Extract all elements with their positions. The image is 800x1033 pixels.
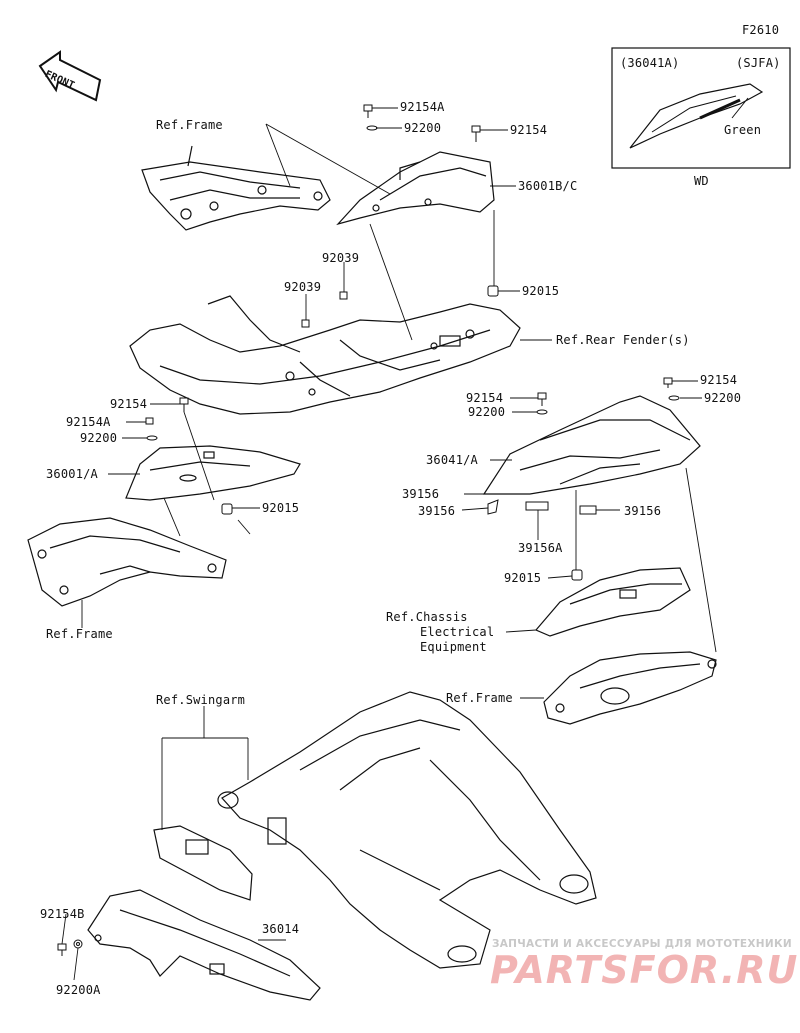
- bolt-92154-left-icon: [179, 397, 189, 412]
- label-39156A: 39156A: [518, 541, 563, 555]
- right-tail-cover-part: [482, 395, 701, 495]
- label-92154-right: 92154: [700, 373, 738, 387]
- label-36001BC: 36001B/C: [518, 179, 578, 193]
- sticker-39156-small: [487, 499, 499, 515]
- label-ref-chassis-1: Ref.Chassis: [386, 610, 468, 624]
- inset-variant-label: (SJFA): [736, 56, 781, 70]
- chain-guard-small-part: [153, 825, 253, 901]
- nut-92039-a-icon: [339, 291, 348, 300]
- inset-part-label: (36041A): [620, 56, 680, 70]
- washer-92200-top-icon: [366, 125, 378, 131]
- bolt-92154A-top-icon: [363, 104, 373, 118]
- label-92200-mid: 92200: [468, 405, 506, 419]
- label-ref-chassis-2: Electrical: [420, 625, 495, 639]
- left-tail-cover-part: [125, 445, 301, 501]
- label-ref-rear-fender: Ref.Rear Fender(s): [556, 333, 690, 347]
- washer-92200A-icon: [73, 939, 83, 949]
- label-92154A-left: 92154A: [66, 415, 111, 429]
- bolt-92154B-icon: [57, 943, 67, 956]
- grommet-92015-top-icon: [487, 285, 499, 297]
- sticker-39156: [579, 505, 597, 515]
- bolt-92154A-left-icon: [145, 417, 154, 425]
- seat-cowl-part: [336, 151, 495, 226]
- washer-92200-mid-icon: [536, 409, 548, 415]
- label-92154A-top: 92154A: [400, 100, 445, 114]
- label-36014: 36014: [262, 922, 300, 936]
- label-ref-chassis-3: Equipment: [420, 640, 487, 654]
- label-92154-mid: 92154: [466, 391, 504, 405]
- frame-right-part: [543, 651, 717, 725]
- label-92200-top: 92200: [404, 121, 442, 135]
- inset-color-label: Green: [724, 123, 762, 137]
- frame-left-part: [27, 517, 227, 607]
- label-ref-swingarm: Ref.Swingarm: [156, 693, 246, 707]
- bolt-92154-mid-icon: [537, 392, 547, 406]
- label-92039-b: 92039: [284, 280, 322, 294]
- label-92015-mid: 92015: [504, 571, 542, 585]
- label-92200A: 92200A: [56, 983, 101, 997]
- sticker-39156A: [525, 501, 549, 511]
- label-ref-frame-right: Ref.Frame: [446, 691, 513, 705]
- label-ref-frame-top: Ref.Frame: [156, 118, 223, 132]
- bolt-92154-right-icon: [663, 377, 673, 388]
- label-92039-a: 92039: [322, 251, 360, 265]
- label-92154B: 92154B: [40, 907, 85, 921]
- chain-guard-part: [87, 889, 321, 1001]
- label-92154-left: 92154: [110, 397, 148, 411]
- leader-lines: [61, 107, 717, 981]
- label-39156-b: 39156: [418, 504, 456, 518]
- bolt-92154-top-icon: [471, 125, 481, 142]
- label-92015-left: 92015: [262, 501, 300, 515]
- figure-code: F2610: [742, 23, 780, 37]
- label-92154-top: 92154: [510, 123, 548, 137]
- label-92200-left: 92200: [80, 431, 118, 445]
- label-36041A: 36041/A: [426, 453, 478, 467]
- label-92015-top: 92015: [522, 284, 560, 298]
- washer-92200-left-icon: [146, 435, 158, 441]
- swingarm-part: [217, 691, 597, 969]
- frame-top-part: [141, 145, 331, 231]
- inset-box: [611, 47, 791, 169]
- inset-tail-cover-part: [629, 83, 764, 149]
- label-92200-right: 92200: [704, 391, 742, 405]
- washer-92200-right-icon: [668, 395, 680, 401]
- label-ref-frame-left: Ref.Frame: [46, 627, 113, 641]
- inset-caption: WD: [694, 174, 709, 188]
- label-36001A: 36001/A: [46, 467, 98, 481]
- grommet-92015-mid-icon: [571, 569, 583, 581]
- grommet-92015-left-icon: [221, 503, 233, 515]
- front-arrow-icon: [38, 50, 102, 102]
- electrical-bracket-part: [535, 567, 691, 637]
- watermark-tagline: ЗАПЧАСТИ И АКСЕССУАРЫ ДЛЯ МОТОТЕХНИКИ: [492, 938, 792, 950]
- label-39156-a: 39156: [402, 487, 440, 501]
- watermark-logo: PARTSFOR.RU: [490, 948, 799, 992]
- nut-92039-b-icon: [301, 319, 310, 328]
- subframe-part: [129, 295, 521, 415]
- label-39156-c: 39156: [624, 504, 662, 518]
